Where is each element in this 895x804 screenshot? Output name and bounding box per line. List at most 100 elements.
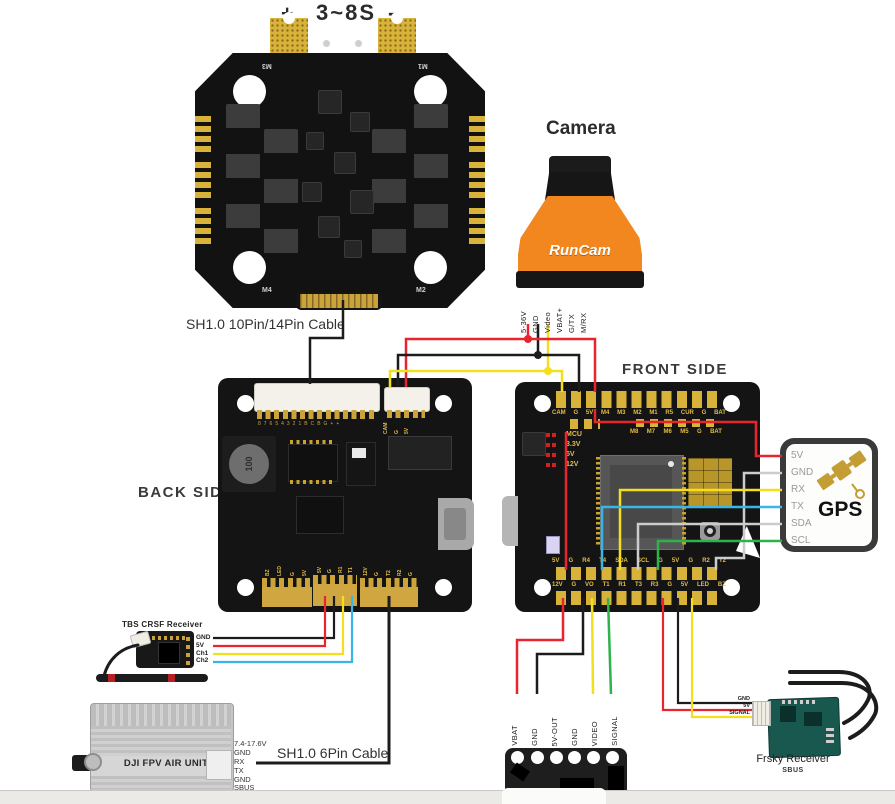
camera-pin-label: VBAT+ xyxy=(555,307,565,333)
camera-pin-label: Video xyxy=(543,311,553,333)
back-pad-label: G xyxy=(327,569,334,573)
esc-motor-pads xyxy=(195,162,211,200)
back-ic xyxy=(296,496,344,534)
esc-battery-pad-positive xyxy=(270,18,308,57)
front-ic xyxy=(522,432,546,456)
back-left-connector xyxy=(262,587,312,607)
vtx-pad-label: VIDEO xyxy=(590,720,600,746)
front-io-upper-label: SCL xyxy=(637,558,649,564)
front-io-upper-label: R2 xyxy=(702,558,710,564)
esc-motor-pads xyxy=(469,116,485,154)
front-second-pad-label: M7 xyxy=(646,429,656,435)
frsky-connector xyxy=(752,701,771,726)
front-io-lower-label: 12V xyxy=(552,582,563,588)
front-io-upper-label: R4 xyxy=(582,558,590,564)
esc-fet-column xyxy=(226,104,260,254)
front-io-upper-label: G xyxy=(688,558,694,564)
front-second-pad-label: G xyxy=(697,429,702,435)
vtx-pad-label: VBAT xyxy=(510,725,519,746)
camera-body xyxy=(518,196,642,280)
front-io-upper-label: G xyxy=(568,558,574,564)
back-pad-label: 12V xyxy=(363,567,369,576)
front-io-lower-label: G xyxy=(571,582,577,588)
dji-pin-label: GND xyxy=(234,774,251,784)
front-mcu-core xyxy=(610,465,672,538)
back-pad-label: G xyxy=(374,572,381,576)
back-ic-pins xyxy=(290,480,334,484)
frsky-subtitle: SBUS xyxy=(782,767,804,774)
esc-pad-notch xyxy=(283,12,295,24)
dji-pin-label: TX xyxy=(234,765,244,775)
front-io-upper-label: SDA xyxy=(615,558,628,564)
back-cam-conn-label: CAM xyxy=(383,422,389,434)
front-io-lower-label: G xyxy=(667,582,672,588)
bottom-bar xyxy=(0,790,895,804)
front-gold-module xyxy=(688,458,732,506)
front-io-upper-label: 5V xyxy=(671,558,680,564)
camera-base xyxy=(516,271,644,288)
camera-pin-label: M/RX xyxy=(579,312,589,333)
dji-unit-top-ribs xyxy=(91,704,231,726)
esc-motor-label: M2 xyxy=(416,287,426,294)
bottom-bar-highlight xyxy=(502,788,606,804)
back-mount-hole xyxy=(435,579,452,596)
front-boot-button-cap[interactable] xyxy=(704,525,716,537)
tbs-pin-label: 5V xyxy=(196,641,204,649)
esc-mount-hole xyxy=(414,251,447,284)
frsky-pads xyxy=(826,728,834,746)
front-mount-hole xyxy=(723,579,740,596)
tbs-title: TBS CRSF Receiver xyxy=(122,620,203,629)
tbs-pin-label: GND xyxy=(196,634,211,641)
esc-via-dot xyxy=(355,40,362,47)
dji-lens-ring xyxy=(84,753,102,771)
esc-mount-hole xyxy=(414,75,447,108)
back-cam-conn-label: 5V xyxy=(404,427,410,434)
front-mcu-pins-right xyxy=(682,457,686,546)
gps-pin-label: 5V xyxy=(791,450,804,461)
back-board-title: BACK SIDE xyxy=(138,484,235,501)
front-io-lower-label: BZ xyxy=(717,582,726,588)
front-second-pad-label: BAT xyxy=(710,429,722,435)
vtx-pad xyxy=(511,751,524,764)
esc-fet-column xyxy=(264,129,298,279)
frsky-pads xyxy=(782,700,816,704)
back-inductor: 100 xyxy=(229,444,269,484)
esc-ic xyxy=(344,240,362,258)
dji-unit-ribs xyxy=(91,776,231,789)
back-mid-connector xyxy=(313,584,357,606)
frsky-wire-label: GND xyxy=(737,696,750,702)
front-top-pad-label: R5 xyxy=(665,410,674,416)
back-mid-teeth xyxy=(313,575,357,584)
front-top-pad-label: G xyxy=(573,410,579,416)
esc-pad-notch xyxy=(391,12,403,24)
esc-ic xyxy=(318,90,342,114)
front-io-lower-pads xyxy=(556,591,722,605)
front-io-lower-label: LED xyxy=(697,582,710,588)
dji-cable-label: SH1.0 6Pin Cable xyxy=(277,745,389,761)
front-second-pad-label: M8 xyxy=(630,429,639,435)
back-pad-label: G xyxy=(289,572,296,576)
front-top-pad-label: M4 xyxy=(600,410,610,416)
front-component xyxy=(546,536,560,554)
back-pad-label: 5V xyxy=(301,569,308,576)
front-top-pad-label: BAT xyxy=(714,410,726,416)
esc-cable-label: SH1.0 10Pin/14Pin Cable xyxy=(186,316,345,332)
back-ic-pins xyxy=(290,440,334,444)
frsky-title: Frsky Receiver xyxy=(756,753,830,765)
frsky-wire-label: SIGNAL xyxy=(729,709,750,716)
front-top-pad-label: CAM xyxy=(552,410,566,416)
esc-fet-column xyxy=(414,104,448,254)
vtx-pad-label: 5V-OUT xyxy=(550,716,560,747)
esc-motor-pads xyxy=(469,208,485,246)
front-io-lower-label: 5V xyxy=(680,582,689,588)
front-board-title: FRONT SIDE xyxy=(622,361,728,378)
front-top-pad-label: G xyxy=(701,410,707,416)
front-aux-pads xyxy=(570,419,600,429)
